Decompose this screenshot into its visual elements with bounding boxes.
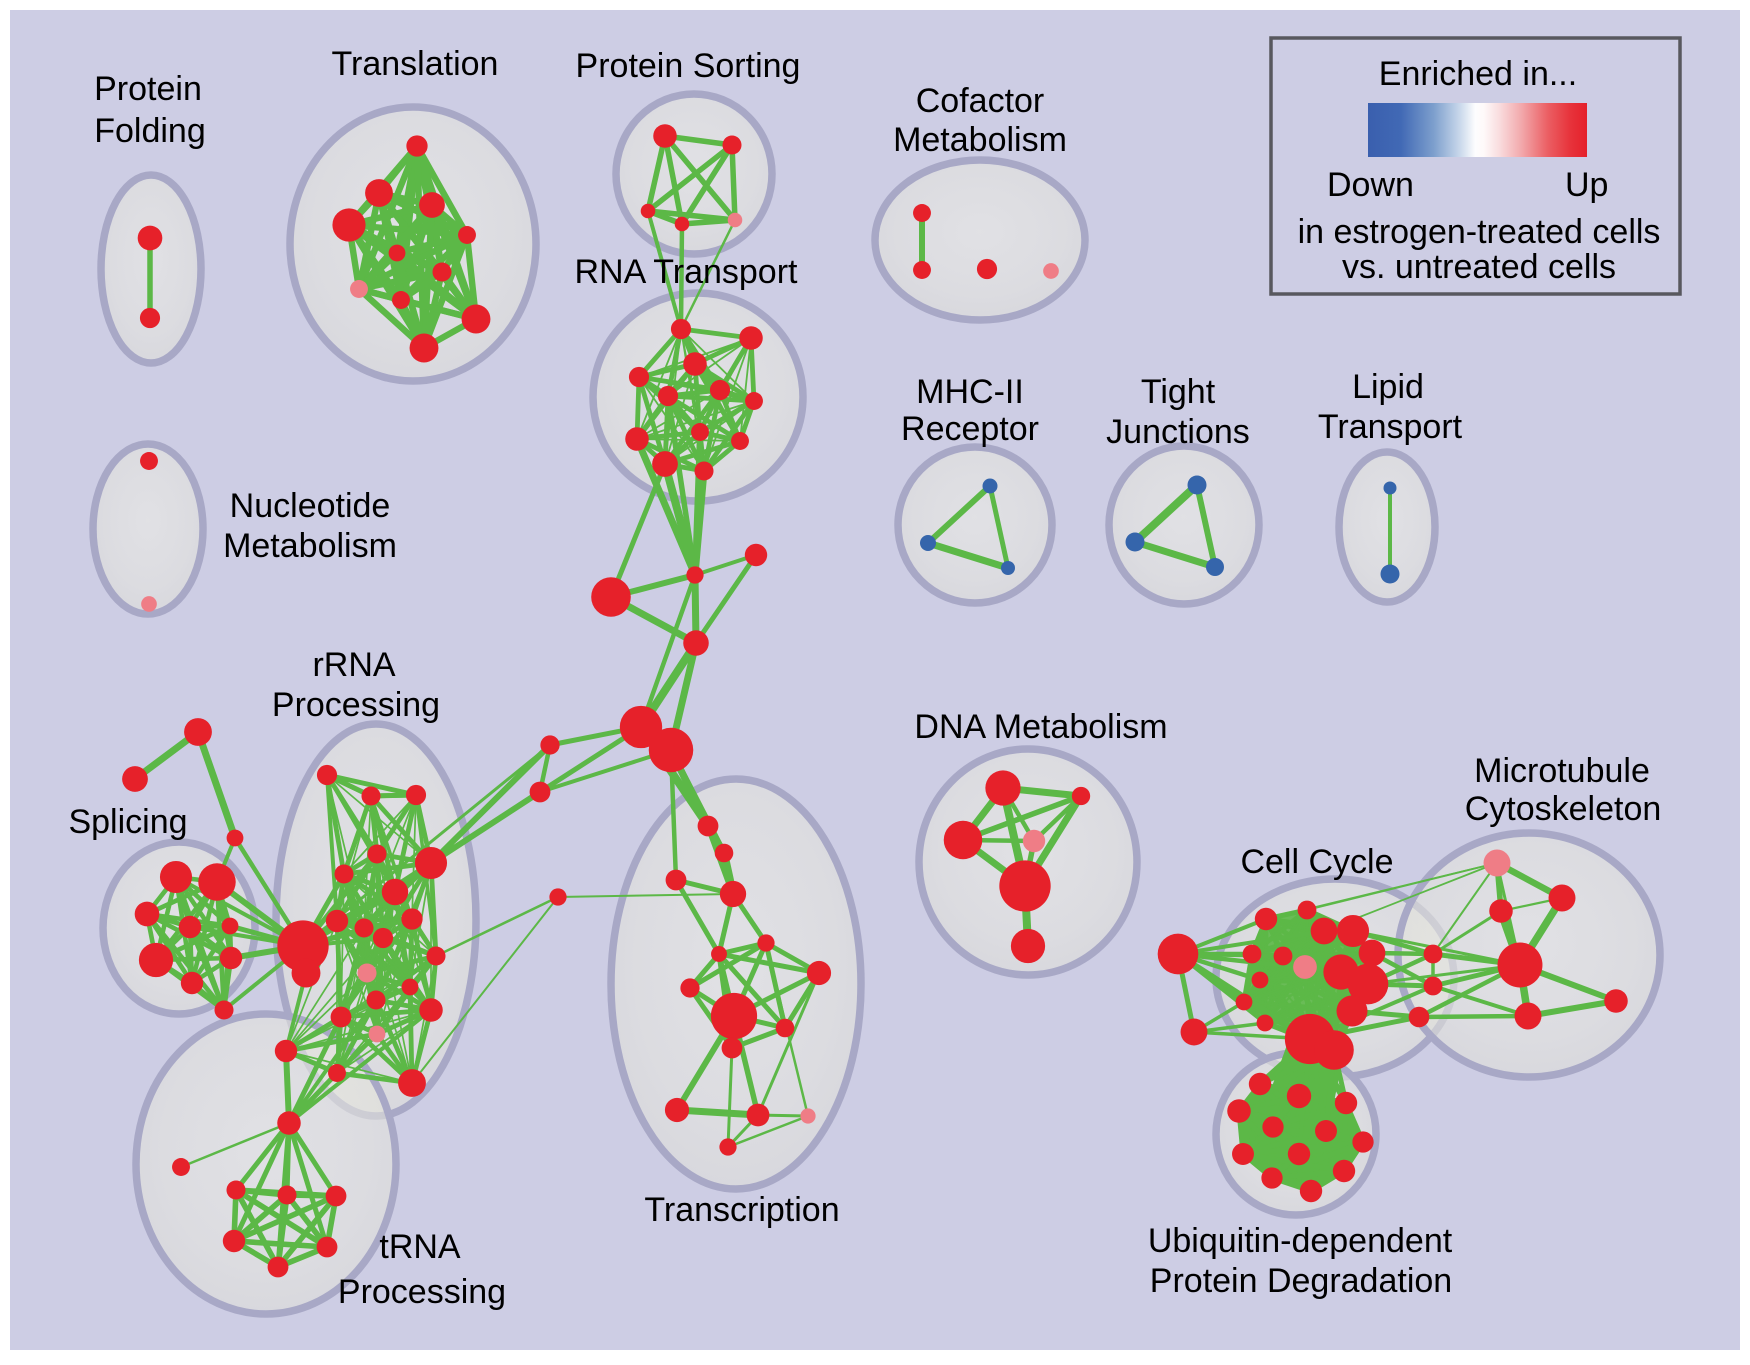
- svg-text:MHC-II: MHC-II: [916, 373, 1024, 411]
- svg-text:Protein: Protein: [94, 70, 202, 108]
- svg-text:Tight: Tight: [1141, 373, 1216, 411]
- svg-text:Lipid: Lipid: [1352, 368, 1424, 406]
- svg-text:Protein Degradation: Protein Degradation: [1150, 1262, 1452, 1300]
- svg-text:Down: Down: [1327, 166, 1414, 204]
- svg-text:Splicing: Splicing: [68, 803, 187, 841]
- svg-text:Metabolism: Metabolism: [893, 121, 1067, 159]
- svg-text:Ubiquitin-dependent: Ubiquitin-dependent: [1148, 1222, 1453, 1260]
- svg-text:Translation: Translation: [332, 45, 499, 83]
- svg-text:Metabolism: Metabolism: [223, 527, 397, 565]
- svg-text:Cell Cycle: Cell Cycle: [1240, 843, 1393, 881]
- svg-text:Enriched in...: Enriched in...: [1379, 55, 1577, 93]
- svg-text:Processing: Processing: [272, 686, 440, 724]
- svg-text:Cofactor: Cofactor: [916, 82, 1045, 120]
- svg-text:Up: Up: [1565, 166, 1608, 204]
- svg-text:Transport: Transport: [1318, 408, 1463, 446]
- svg-text:Nucleotide: Nucleotide: [230, 487, 391, 525]
- svg-text:Folding: Folding: [94, 112, 206, 150]
- svg-text:in estrogen-treated cells: in estrogen-treated cells: [1298, 213, 1661, 251]
- svg-text:Receptor: Receptor: [901, 410, 1039, 448]
- svg-text:DNA Metabolism: DNA Metabolism: [914, 708, 1167, 746]
- svg-text:Junctions: Junctions: [1106, 413, 1250, 451]
- svg-text:RNA Transport: RNA Transport: [575, 253, 799, 291]
- svg-text:Microtubule: Microtubule: [1474, 752, 1650, 790]
- svg-text:Processing: Processing: [338, 1273, 506, 1311]
- svg-text:Transcription: Transcription: [644, 1191, 839, 1229]
- svg-text:vs. untreated cells: vs. untreated cells: [1342, 248, 1616, 286]
- svg-text:Protein Sorting: Protein Sorting: [576, 47, 801, 85]
- svg-text:rRNA: rRNA: [312, 646, 395, 684]
- svg-text:Cytoskeleton: Cytoskeleton: [1465, 790, 1662, 828]
- svg-text:tRNA: tRNA: [379, 1228, 461, 1266]
